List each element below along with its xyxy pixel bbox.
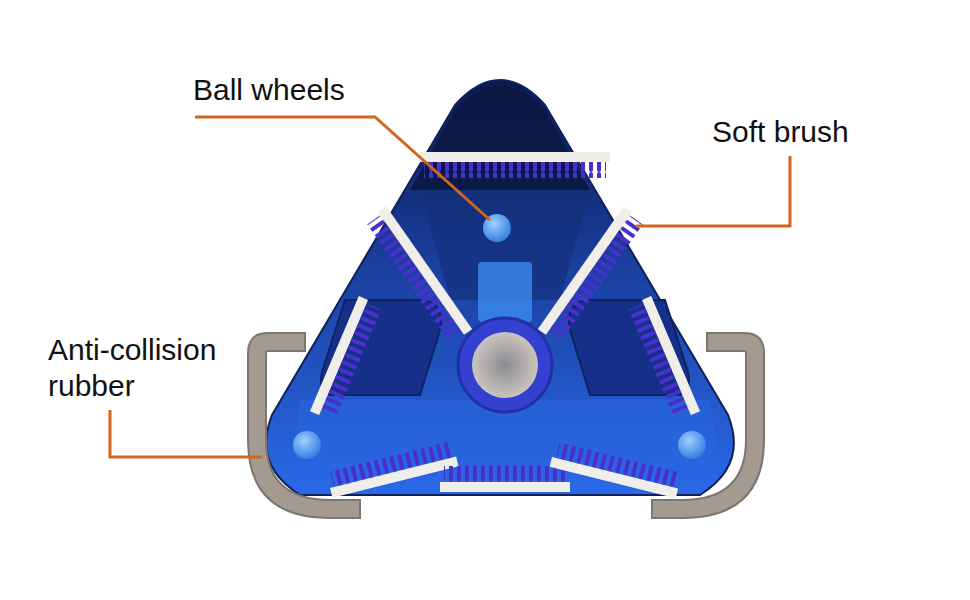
housing: [266, 80, 734, 495]
bumper: [652, 333, 764, 518]
ball-wheel: [678, 431, 706, 459]
part-label: Anti-collision rubber: [48, 332, 263, 404]
part-label: Soft brush: [712, 114, 932, 150]
ball-wheel: [293, 431, 321, 459]
leader-line: [110, 410, 262, 457]
suction-opening: [472, 332, 538, 398]
brush: [440, 466, 570, 492]
label-holder: Anti-collision rubber: [48, 332, 263, 404]
brush: [627, 296, 700, 421]
brush: [538, 206, 645, 344]
leader-line: [636, 156, 790, 226]
part-label: Ball wheels: [193, 72, 433, 108]
brush: [420, 152, 610, 178]
brush: [310, 296, 383, 421]
label-holder: Soft brush: [712, 114, 932, 150]
brush: [550, 441, 682, 498]
suction-port: [458, 318, 552, 412]
leader-line: [195, 117, 490, 220]
label-holder: Ball wheels: [193, 72, 433, 108]
bumper: [248, 333, 360, 518]
suction-tube: [478, 262, 532, 322]
brush: [365, 206, 472, 344]
brush: [326, 441, 458, 498]
